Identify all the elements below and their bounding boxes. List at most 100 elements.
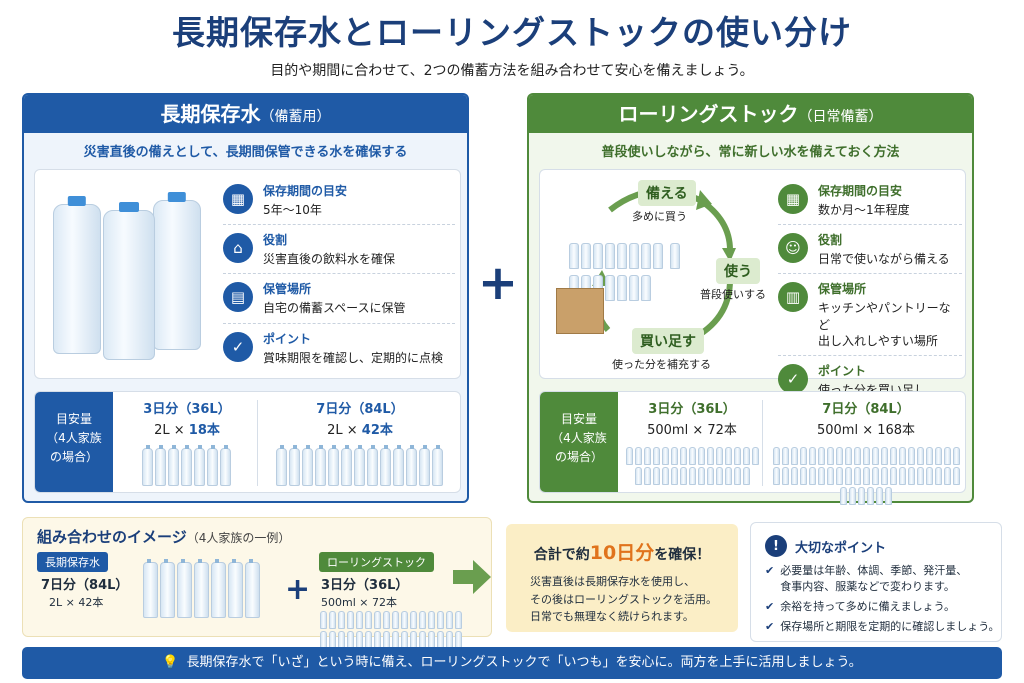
calendar-icon: ▦: [778, 184, 808, 214]
info-label: ポイント: [818, 363, 867, 378]
small-bottle-icon: [934, 447, 942, 465]
total-body: 災害直後は長期保存水を使用し、 その後はローリングストックを活用。 日常でも無理…: [530, 575, 717, 624]
info-value: 災害直後の飲料水を確保: [263, 252, 396, 267]
small-bottle-icon: [329, 611, 336, 629]
small-bottle-icon: [943, 447, 951, 465]
important-points-box: ! 大切なポイント ✔必要量は年齢、体調、季節、発汗量、 食事内容、服薬などで変…: [750, 522, 1002, 642]
check-icon: ✓: [223, 331, 253, 362]
amount-label: 目安量 （4人家族 の場合）: [35, 392, 113, 492]
calendar-icon: ▦: [223, 184, 253, 214]
small-bottle-icon: [943, 467, 951, 485]
small-bottle-icon: [634, 467, 642, 485]
small-bottle-icon: [772, 447, 780, 465]
combination-box: 組み合わせのイメージ（4人家族の一例） 長期保存水 7日分（84L） 2L × …: [22, 517, 492, 669]
small-bottle-icon: [885, 487, 892, 505]
point-item: ✔ 保存場所と期限を定期的に確認しましょう。: [765, 619, 1001, 635]
point-text: 余裕を持って多めに備えましょう。: [780, 599, 956, 613]
small-bottle-icon: [817, 467, 825, 485]
small-bottle-icon: [835, 447, 843, 465]
small-bottle-icon: [733, 467, 741, 485]
info-value: 数か月〜1年程度: [818, 203, 910, 217]
house-icon: ⌂: [223, 233, 253, 264]
info-label: 保管場所: [263, 282, 312, 297]
people-icon: ☺: [778, 233, 808, 264]
small-bottle-icon: [826, 447, 834, 465]
total-summary-box: 合計で約10日分を確保！ 災害直後は長期保存水を使用し、 その後はローリングスト…: [506, 524, 738, 632]
check-icon: ✔: [765, 619, 775, 633]
small-bottle-icon: [706, 447, 714, 465]
page-subtitle: 目的や期間に合わせて、2つの備蓄方法を組み合わせて安心を備えましょう。: [270, 63, 754, 79]
small-bottle-icon: [862, 447, 870, 465]
info-label: ポイント: [263, 331, 312, 346]
small-bottle-icon: [808, 447, 816, 465]
small-bottle-icon: [840, 487, 847, 505]
small-bottle-icon: [688, 447, 696, 465]
long-term-tagline: 災害直後の備えとして、長期間保管できる水を確保する: [83, 145, 408, 160]
amount-7days: 7日分（84L） 500ml × 168本: [768, 398, 964, 506]
small-bottle-icon: [889, 467, 897, 485]
qty-num: 18本: [188, 423, 220, 438]
amount-qty: 2L × 42本: [265, 419, 455, 438]
cycle-step-use: 使う: [716, 258, 760, 284]
small-bottle-icon: [670, 447, 678, 465]
amount-days: 7日分（84L）: [316, 402, 404, 417]
combo-right-days: 3日分（36L）: [321, 578, 409, 593]
small-bottle-icon: [652, 447, 660, 465]
info-location: ▤ 保管場所自宅の備蓄スペースに保管: [223, 274, 455, 324]
plus-icon: +: [477, 255, 519, 311]
check-icon: ✔: [765, 599, 775, 613]
points-list: ✔ 必要量は年齢、体調、季節、発汗量、 食事内容、服薬などで変わります。 ✔ 余裕を…: [765, 563, 1001, 635]
small-bottle-icon: [889, 447, 897, 465]
amount-days: 3日分（36L）: [648, 402, 736, 417]
combo-title-text: 組み合わせのイメージ: [37, 528, 187, 546]
amount-days: 7日分（84L）: [822, 402, 910, 417]
bottle-row: [265, 445, 455, 490]
small-bottle-icon: [437, 611, 444, 629]
small-bottle-icon: [934, 467, 942, 485]
small-bottle-icon: [751, 447, 759, 465]
small-bottle-icon: [853, 467, 861, 485]
qty-num: 42本: [361, 423, 393, 438]
small-bottle-icon: [661, 447, 669, 465]
bottle-row: [125, 445, 249, 490]
small-bottle-icon: [446, 611, 453, 629]
amount-qty: 500ml × 168本: [816, 423, 916, 438]
combo-right-qty: 500ml × 72本: [321, 596, 397, 609]
point-text: 必要量は年齢、体調、季節、発汗量、 食事内容、服薬などで変わります。: [780, 564, 968, 593]
bottle-grid: [624, 446, 760, 486]
heading-text: ローリングストック: [618, 102, 799, 126]
small-bottle-icon: [790, 447, 798, 465]
point-text: 保存場所と期限を定期的に確認しましょう。: [780, 619, 1000, 633]
small-bottle-icon: [925, 467, 933, 485]
rolling-stock-info-card: 備える 多めに買う 使う 普段使いする 買い足す 使った分を補充する ▦ 保存期…: [539, 169, 966, 413]
bottle-grid: [768, 446, 964, 506]
amount-3days: 3日分（36L） 500ml × 72本: [624, 398, 760, 486]
info-value: 日常で使いながら備える: [818, 252, 950, 267]
small-bottle-icon: [374, 611, 381, 629]
amount-qty: 2L × 18本: [125, 419, 249, 438]
cycle-step-restock: 買い足す: [632, 328, 704, 354]
small-bottle-icon: [742, 447, 750, 465]
small-bottle-icon: [880, 467, 888, 485]
small-bottle-icon: [634, 447, 642, 465]
small-bottle-icon: [867, 487, 874, 505]
small-bottle-icon: [652, 467, 660, 485]
info-location: ▥ 保管場所キッチンやパントリーなど 出し入れしやすい場所: [778, 274, 962, 356]
info-role: ☺ 役割日常で使いながら備える: [778, 225, 962, 275]
qty-prefix: 2L ×: [327, 423, 362, 438]
small-bottle-icon: [715, 447, 723, 465]
small-bottle-icon: [952, 467, 960, 485]
bottle-icon: [103, 202, 155, 360]
small-bottle-icon: [808, 467, 816, 485]
exclamation-icon: !: [765, 535, 787, 557]
small-bottle-icon: [338, 611, 345, 629]
small-bottle-icon: [383, 611, 390, 629]
small-bottle-icon: [862, 467, 870, 485]
small-bottle-icon: [781, 447, 789, 465]
arrow-right-icon: [453, 560, 491, 594]
small-bottle-icon: [410, 611, 417, 629]
small-bottle-icon: [907, 447, 915, 465]
